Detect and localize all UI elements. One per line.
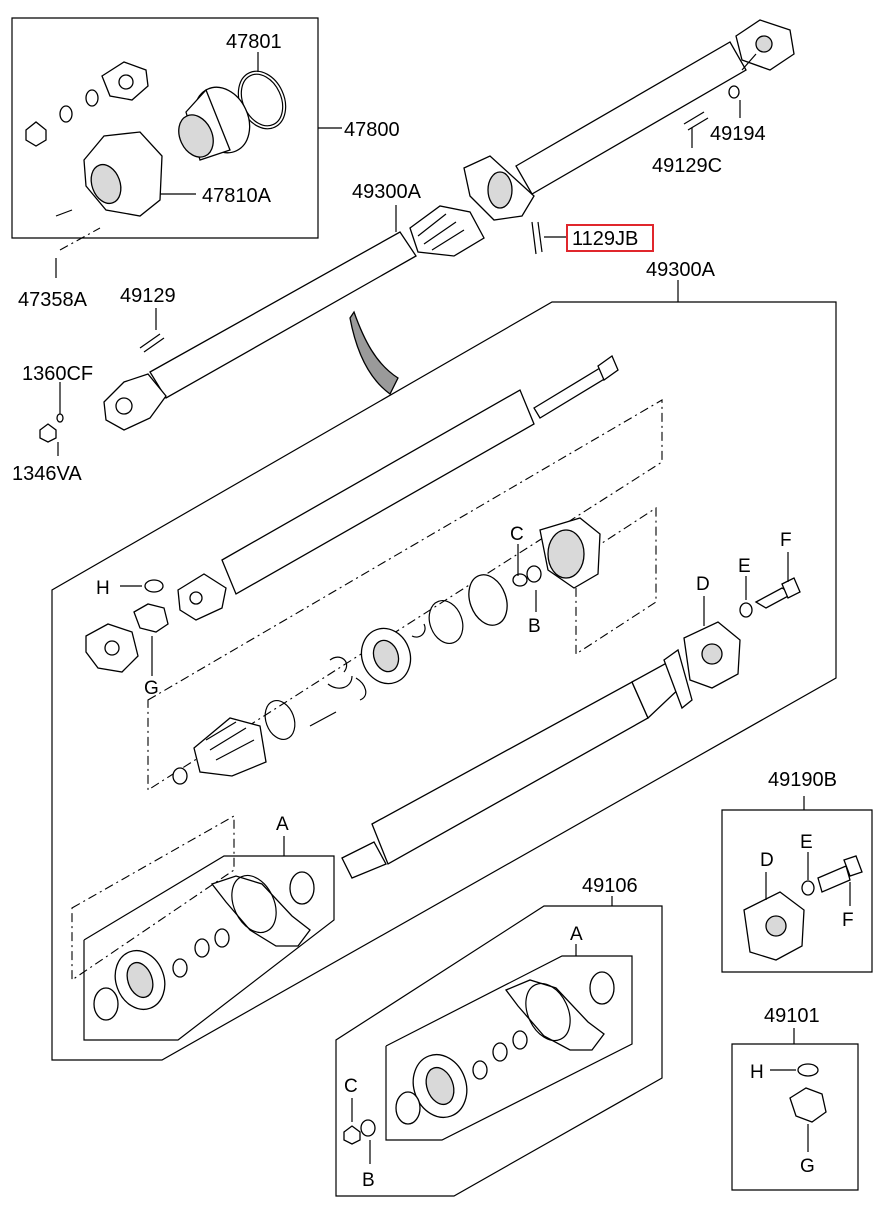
label-47358A[interactable]: 47358A bbox=[18, 289, 88, 311]
label-49106-C[interactable]: C bbox=[344, 1076, 358, 1097]
box-49190B bbox=[721, 796, 873, 973]
main-propeller-shaft bbox=[39, 19, 795, 456]
label-A[interactable]: A bbox=[276, 814, 289, 835]
transfer-case-assembly-box bbox=[11, 17, 342, 251]
box-49101 bbox=[731, 1028, 859, 1191]
label-49129[interactable]: 49129 bbox=[120, 285, 176, 307]
label-C[interactable]: C bbox=[510, 524, 524, 545]
label-49129C[interactable]: 49129C bbox=[652, 155, 722, 177]
label-49101-G[interactable]: G bbox=[800, 1156, 815, 1177]
label-49101[interactable]: 49101 bbox=[764, 1005, 820, 1027]
label-49190B-E[interactable]: E bbox=[800, 832, 813, 853]
label-F[interactable]: F bbox=[780, 530, 792, 551]
label-49106-B[interactable]: B bbox=[362, 1170, 375, 1191]
label-49190B[interactable]: 49190B bbox=[768, 769, 837, 791]
label-47801[interactable]: 47801 bbox=[226, 31, 282, 53]
label-49300A-top[interactable]: 49300A bbox=[352, 181, 422, 203]
label-G[interactable]: G bbox=[144, 678, 159, 699]
box-49106 bbox=[335, 896, 663, 1197]
label-49190B-D[interactable]: D bbox=[760, 850, 774, 871]
label-47810A[interactable]: 47810A bbox=[202, 185, 272, 207]
label-E[interactable]: E bbox=[738, 556, 751, 577]
label-49194[interactable]: 49194 bbox=[710, 123, 766, 145]
label-49106[interactable]: 49106 bbox=[582, 875, 638, 897]
label-H[interactable]: H bbox=[96, 578, 110, 599]
label-49101-H[interactable]: H bbox=[750, 1062, 764, 1083]
highlight-box-1129JB bbox=[566, 224, 654, 252]
label-B[interactable]: B bbox=[528, 616, 541, 637]
label-1129JB[interactable]: 1129JB bbox=[572, 228, 638, 250]
label-49300A-box[interactable]: 49300A bbox=[646, 259, 716, 281]
label-D[interactable]: D bbox=[696, 574, 710, 595]
label-1360CF[interactable]: 1360CF bbox=[22, 363, 93, 385]
label-1346VA[interactable]: 1346VA bbox=[12, 463, 82, 485]
label-47800[interactable]: 47800 bbox=[344, 119, 400, 141]
part-labels: 47801 47800 47810A 47358A 49300A 1129JB … bbox=[12, 31, 854, 1191]
exploded-shaft-box bbox=[51, 280, 837, 1061]
label-49106-A[interactable]: A bbox=[570, 924, 583, 945]
label-49190B-F[interactable]: F bbox=[842, 910, 854, 931]
